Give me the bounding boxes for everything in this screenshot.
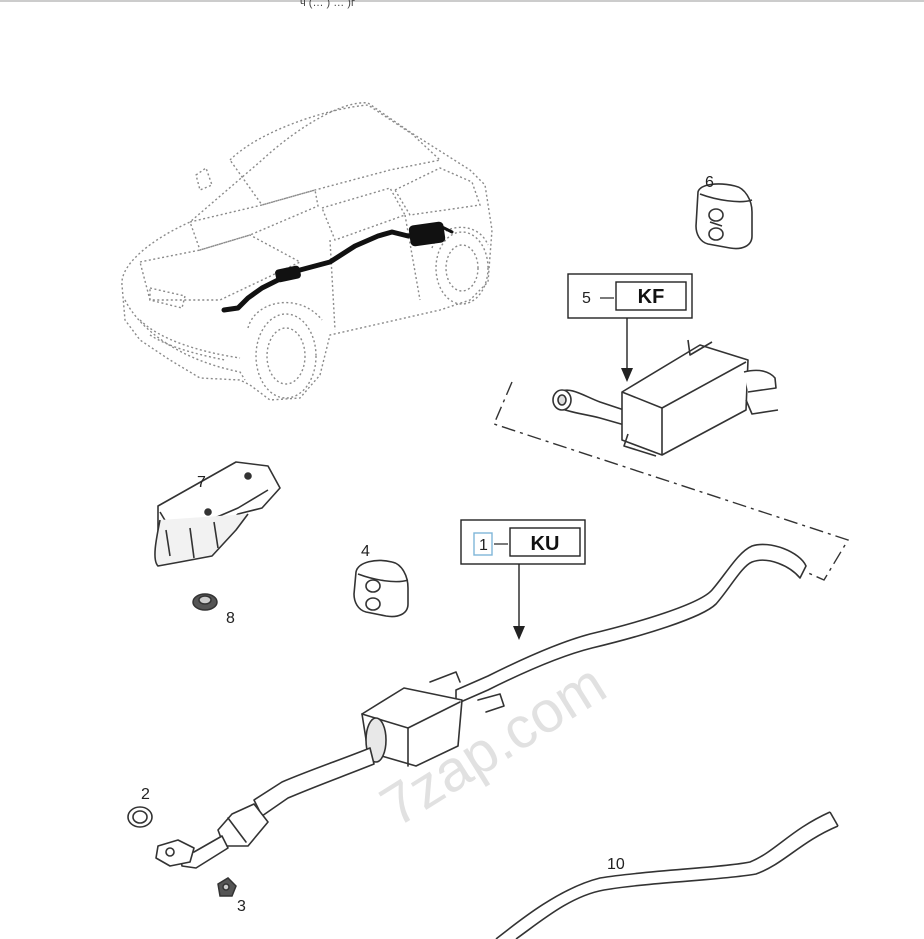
front-exhaust-pipe <box>155 543 807 869</box>
label-part-7: 7 <box>197 474 206 491</box>
label-part-3: 3 <box>237 898 246 915</box>
pipe-10 <box>495 811 839 939</box>
gasket-ring-2 <box>127 806 153 828</box>
callout-box-kf: 5 KF <box>567 273 693 382</box>
car-outline <box>121 102 493 401</box>
heat-shield-7 <box>154 461 281 567</box>
label-part-8: 8 <box>226 610 235 627</box>
box-ku-code: KU <box>531 533 560 555</box>
box-kf-number: 5 <box>582 290 591 307</box>
box-kf-code: KF <box>638 286 665 308</box>
label-part-2: 2 <box>141 786 150 803</box>
label-part-6: 6 <box>705 174 714 191</box>
car-exhaust-highlight <box>221 221 454 313</box>
rear-muffler <box>552 339 779 457</box>
box-ku-number: 1 <box>479 537 488 554</box>
rubber-mount-6 <box>695 183 753 250</box>
assembly-connection-line <box>493 381 850 581</box>
callout-box-ku: 1 KU <box>460 519 586 640</box>
nut-8 <box>192 593 218 611</box>
label-part-10: 10 <box>607 856 625 873</box>
nut-3 <box>217 877 237 897</box>
label-part-4: 4 <box>361 543 370 560</box>
top-cut-text: ч (… ) … )г <box>300 0 355 9</box>
rubber-mount-4 <box>353 559 409 618</box>
